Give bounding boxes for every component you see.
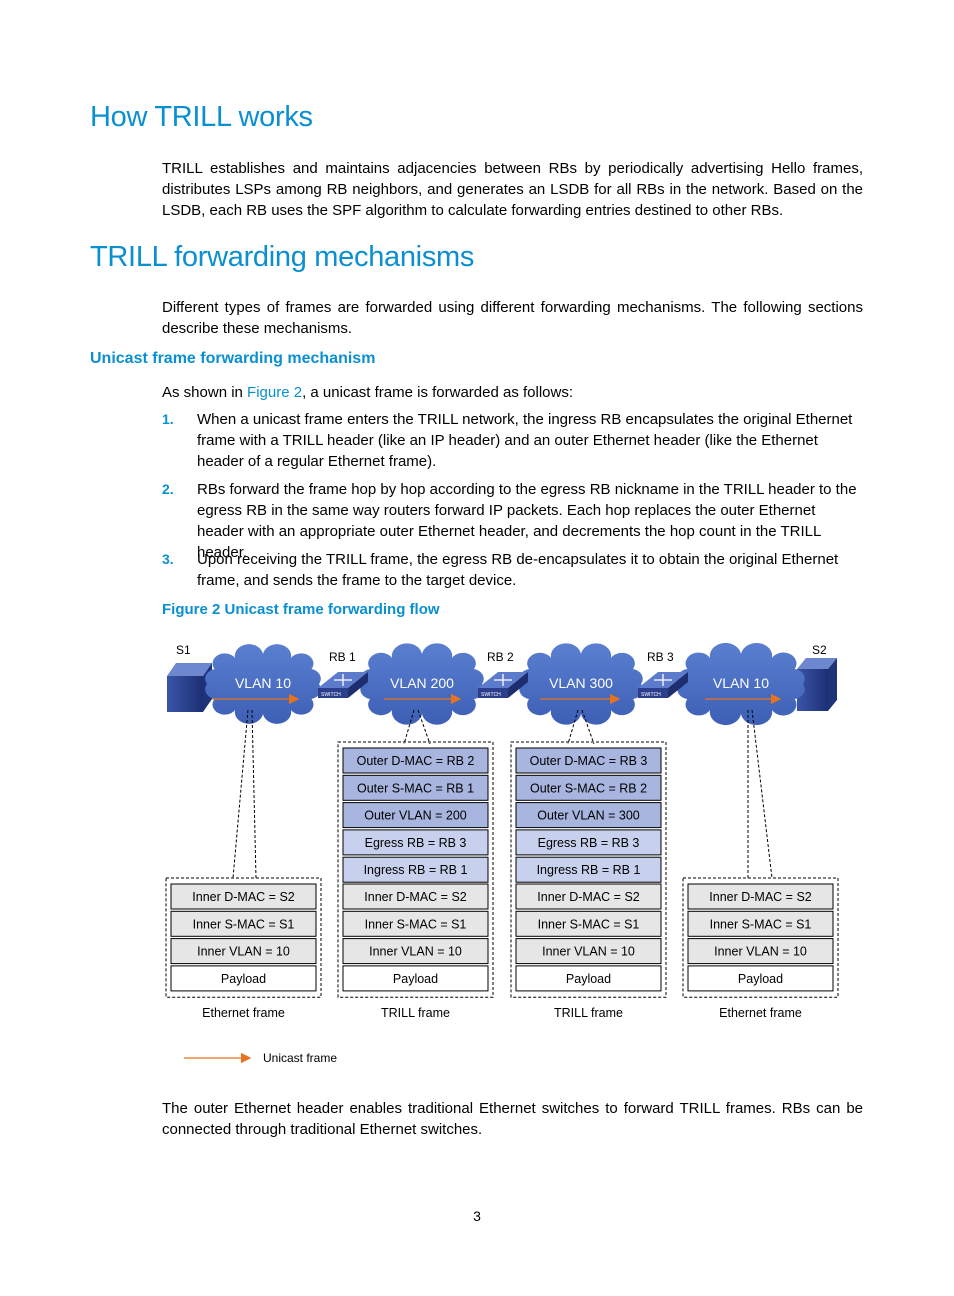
vlan-label: VLAN 10 (713, 675, 769, 691)
switch-label: SWITCH (481, 692, 501, 698)
rb2-label: RB 2 (487, 650, 514, 664)
frame-field-label: Payload (221, 972, 266, 986)
frame-field-label: Inner VLAN = 10 (714, 945, 807, 959)
legend-label: Unicast frame (263, 1051, 337, 1065)
frame-field-label: Inner S-MAC = S1 (365, 917, 467, 931)
page-number: 3 (0, 1208, 954, 1224)
frame-field-label: Ingress RB = RB 1 (364, 863, 468, 877)
frame-field-label: Payload (566, 972, 611, 986)
frame-field-label: Inner VLAN = 10 (542, 945, 635, 959)
vlan-label: VLAN 10 (235, 675, 291, 691)
frame-field-label: Payload (738, 972, 783, 986)
leader-lines (233, 710, 772, 878)
frame-field-label: Outer VLAN = 200 (364, 809, 467, 823)
frame-caption: Ethernet frame (719, 1006, 802, 1020)
frame-field-label: Inner S-MAC = S1 (193, 917, 295, 931)
rb1-label: RB 1 (329, 650, 356, 664)
frame-caption: Ethernet frame (202, 1006, 285, 1020)
frame-field-label: Outer S-MAC = RB 1 (357, 781, 474, 795)
frame-field-label: Outer VLAN = 300 (537, 809, 640, 823)
frame-field-label: Payload (393, 972, 438, 986)
frame-caption: TRILL frame (381, 1006, 450, 1020)
switch-label: SWITCH (641, 692, 661, 698)
frame-field-label: Ingress RB = RB 1 (537, 863, 641, 877)
host-s2-label: S2 (812, 643, 827, 657)
frame-field-label: Egress RB = RB 3 (538, 836, 640, 850)
frame-field-label: Egress RB = RB 3 (365, 836, 467, 850)
frame-field-label: Inner VLAN = 10 (197, 945, 290, 959)
frame-stacks: Inner D-MAC = S2 Inner S-MAC = S1 Inner VL… (166, 742, 838, 1020)
switch-label: SWITCH (321, 692, 341, 698)
rb2-switch-icon: SWITCH (478, 672, 528, 698)
frame-field-label: Outer D-MAC = RB 2 (357, 754, 475, 768)
frame-field-label: Inner S-MAC = S1 (710, 917, 812, 931)
vlan-label: VLAN 300 (549, 675, 613, 691)
rb3-label: RB 3 (647, 650, 674, 664)
frame-caption: TRILL frame (554, 1006, 623, 1020)
closing-paragraph: The outer Ethernet header enables tradit… (162, 1098, 863, 1140)
vlan-label: VLAN 200 (390, 675, 454, 691)
frame-field-label: Outer S-MAC = RB 2 (530, 781, 647, 795)
rb1-switch-icon: SWITCH (318, 672, 368, 698)
host-s1-label: S1 (176, 643, 191, 657)
frame-field-label: Inner D-MAC = S2 (709, 890, 812, 904)
frame-field-label: Inner D-MAC = S2 (192, 890, 295, 904)
frame-field-label: Inner D-MAC = S2 (364, 890, 467, 904)
frame-field-label: Inner D-MAC = S2 (537, 890, 640, 904)
frame-field-label: Inner S-MAC = S1 (538, 917, 640, 931)
frame-field-label: Outer D-MAC = RB 3 (530, 754, 648, 768)
frame-field-label: Inner VLAN = 10 (369, 945, 462, 959)
server-s1-icon (167, 663, 212, 712)
